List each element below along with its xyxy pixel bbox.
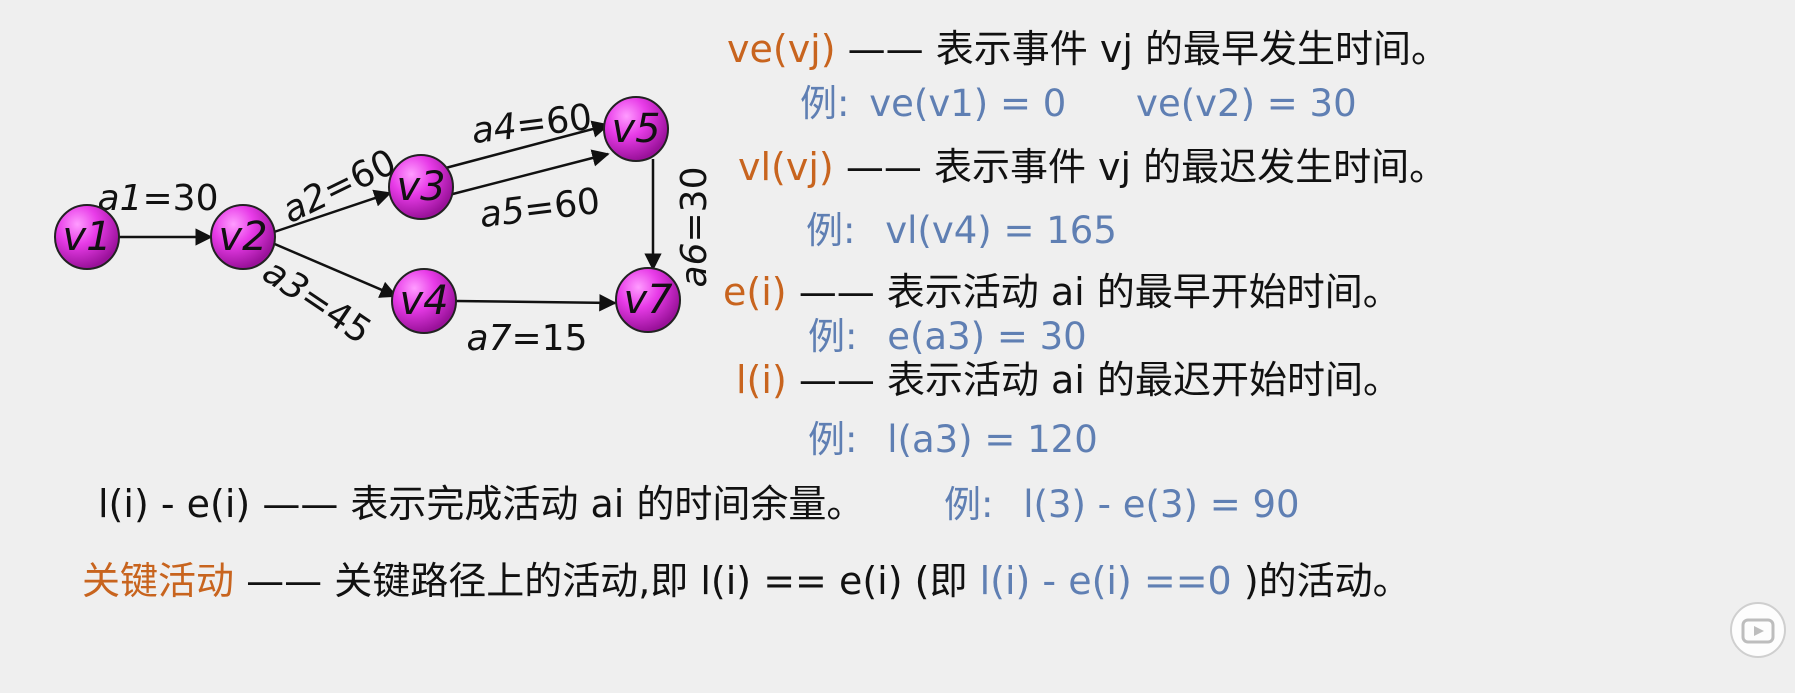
node-v7: v7 — [615, 267, 681, 333]
e-dash: —— — [798, 270, 875, 314]
l-desc: 表示活动 ai 的最迟开始时间。 — [886, 358, 1401, 402]
e-term: e(i) — [723, 270, 787, 314]
edge-a5 — [444, 149, 610, 198]
edge-label-a4: a4=60 — [469, 97, 594, 152]
e-example-1: e(a3) = 30 — [887, 315, 1087, 358]
node-v4: v4 — [391, 268, 457, 334]
l-example-label: 例: — [808, 418, 858, 461]
vl-dash: —— — [845, 145, 922, 189]
edge-a4 — [437, 120, 610, 172]
ve-desc: 表示事件 vj 的最早发生时间。 — [935, 27, 1449, 71]
slack-definition: l(i) - e(i) —— 表示完成活动 ai 的时间余量。 — [98, 485, 864, 523]
vl-example-label: 例: — [806, 209, 856, 252]
node-circle-v4 — [391, 268, 457, 334]
ve-example-label: 例: — [800, 82, 850, 125]
edge-label-a6: a6=30 — [674, 167, 715, 288]
node-v2: v2 — [210, 204, 276, 270]
critical-desc: 关键路径上的活动,即 l(i) == e(i) (即 — [334, 559, 968, 603]
slack-example: 例: l(3) - e(3) = 90 — [944, 486, 1300, 523]
node-label-v5: v5 — [611, 106, 660, 152]
edge-label-a7: a7=15 — [467, 318, 588, 359]
l-dash: —— — [798, 358, 875, 402]
ve-dash: —— — [847, 27, 924, 71]
vl-definition: vl(vj) —— 表示事件 vj 的最迟发生时间。 — [738, 148, 1447, 186]
critical-condition: l(i) - e(i) ==0 — [979, 559, 1232, 603]
ve-example: 例: ve(v1) = 0 ve(v2) = 30 — [800, 85, 1357, 122]
node-label-v2: v2 — [218, 214, 267, 260]
node-v3: v3 — [388, 154, 454, 220]
slack-example-value: l(3) - e(3) = 90 — [1023, 483, 1300, 526]
edge-a2 — [273, 189, 392, 234]
node-label-v3: v3 — [396, 164, 445, 210]
vl-term: vl(vj) — [738, 145, 834, 189]
node-circle-v7 — [615, 267, 681, 333]
l-example: 例: l(a3) = 120 — [808, 421, 1098, 458]
edge-label-a5: a5=60 — [477, 181, 602, 236]
ve-definition: ve(vj) —— 表示事件 vj 的最早发生时间。 — [727, 30, 1449, 68]
ve-example-2: ve(v2) = 30 — [1136, 82, 1357, 125]
l-example-1: l(a3) = 120 — [887, 418, 1098, 461]
video-player-logo-icon — [1730, 602, 1786, 658]
critical-tail: )的活动。 — [1243, 559, 1411, 603]
node-circle-v5 — [603, 96, 669, 162]
node-label-v7: v7 — [623, 277, 673, 323]
node-v5: v5 — [603, 96, 669, 162]
ve-term: ve(vj) — [727, 27, 836, 71]
aoe-network-diagram: a1=30 a2=60 a3=45 a4=60 a5=60 a6=30 a7=15 v1 v2… — [54, 96, 715, 359]
critical-term: 关键活动 — [82, 559, 235, 603]
slack-dash: —— — [262, 482, 339, 526]
vl-example-1: vl(v4) = 165 — [885, 209, 1117, 252]
node-v1: v1 — [54, 204, 120, 270]
node-circle-v1 — [54, 204, 120, 270]
critical-dash: —— — [246, 559, 323, 603]
node-label-v1: v1 — [62, 214, 111, 260]
slack-term: l(i) - e(i) — [98, 482, 251, 526]
edge-label-a1: a1=30 — [98, 178, 219, 219]
l-definition: l(i) —— 表示活动 ai 的最迟开始时间。 — [736, 361, 1401, 399]
e-example: 例: e(a3) = 30 — [808, 318, 1087, 355]
vl-desc: 表示事件 vj 的最迟发生时间。 — [933, 145, 1448, 189]
e-desc: 表示活动 ai 的最早开始时间。 — [886, 270, 1401, 314]
node-circle-v2 — [210, 204, 276, 270]
node-label-v4: v4 — [399, 278, 448, 324]
edge-label-a3: a3=45 — [255, 251, 378, 353]
ve-example-1: ve(v1) = 0 — [869, 82, 1067, 125]
edge-a3 — [269, 240, 398, 298]
edge-label-a2: a2=60 — [276, 142, 403, 232]
e-definition: e(i) —— 表示活动 ai 的最早开始时间。 — [723, 273, 1401, 311]
node-circle-v3 — [388, 154, 454, 220]
slack-desc: 表示完成活动 ai 的时间余量。 — [350, 482, 865, 526]
edge-a7 — [455, 294, 617, 312]
e-example-label: 例: — [808, 315, 858, 358]
vl-example: 例: vl(v4) = 165 — [806, 212, 1117, 249]
l-term: l(i) — [736, 358, 787, 402]
slack-example-label: 例: — [944, 483, 994, 526]
critical-activity-definition: 关键活动 —— 关键路径上的活动,即 l(i) == e(i) (即 l(i) … — [82, 562, 1411, 600]
